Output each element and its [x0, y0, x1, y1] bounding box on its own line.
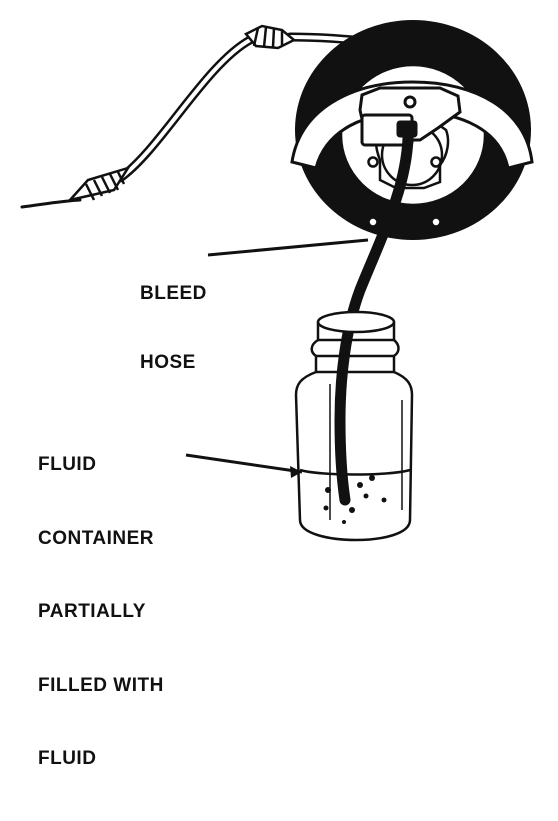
- brake-bleeding-diagram: BLEED HOSE FLUID CONTAINER PARTIALLY FIL…: [20, 20, 534, 769]
- label-fluid-container-line: PARTIALLY: [38, 601, 146, 622]
- label-fluid-container-line: CONTAINER: [38, 527, 155, 549]
- fluid-container-bottle: [294, 310, 414, 542]
- line-fitting-left: [66, 165, 131, 203]
- label-fluid-container-line: FLUID: [38, 454, 97, 475]
- brake-rotor: [295, 20, 531, 240]
- label-bleed-hose-line: BLEED: [140, 283, 207, 304]
- label-bleed-hose-line: HOSE: [140, 352, 196, 373]
- fluid-bubbles: [323, 475, 387, 524]
- diagram-artwork: [20, 20, 534, 542]
- label-fluid-container-line: FLUID: [38, 748, 97, 769]
- leader-bleed-hose: [207, 238, 369, 257]
- line-fitting-top: [244, 24, 297, 50]
- leader-arrow-fluid: [290, 466, 302, 478]
- label-fluid-container-line: FILLED WITH: [38, 674, 164, 696]
- leader-fluid-container: [185, 453, 303, 474]
- brake-caliper: [358, 86, 462, 147]
- label-fluid-container: FLUID CONTAINER PARTIALLY FILLED WITH FL…: [38, 404, 164, 821]
- label-bleed-hose: BLEED HOSE: [140, 236, 207, 420]
